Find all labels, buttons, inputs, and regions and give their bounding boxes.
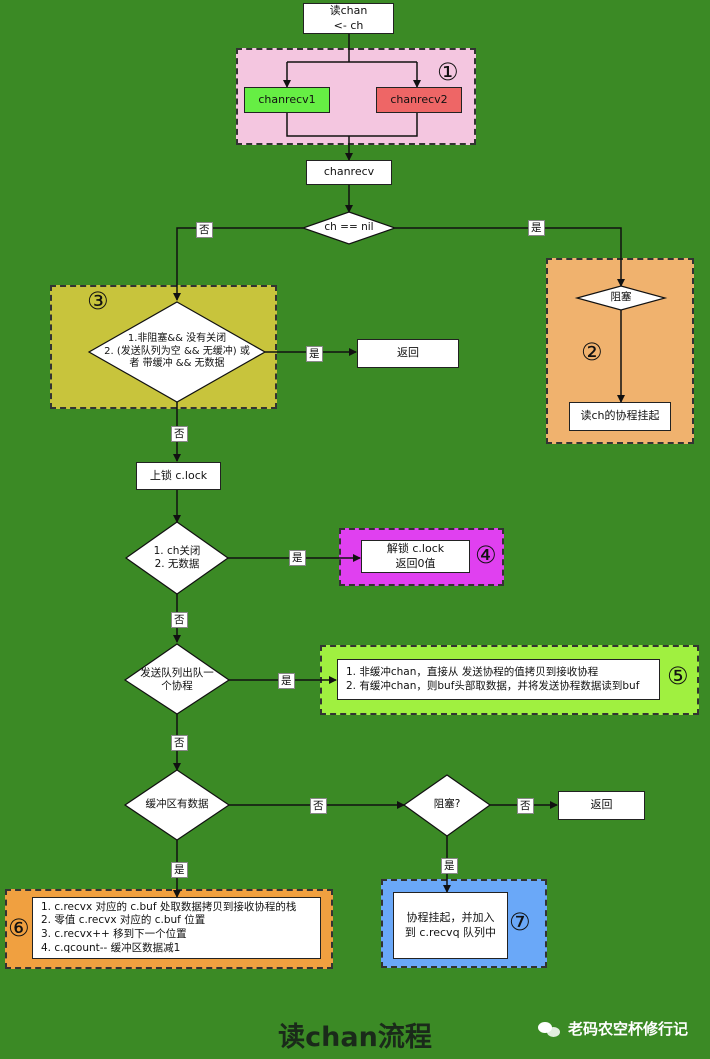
unlock-zero-node: 解锁 c.lock 返回0值: [361, 540, 470, 573]
label-sendq-no: 否: [171, 735, 188, 751]
label-nil-yes: 是: [528, 220, 545, 236]
diagram-title: 读chan流程: [278, 1022, 432, 1053]
edge-nil-no: [173, 227, 303, 301]
chanrecv1-node: chanrecv1: [244, 87, 330, 113]
region-number-1: ①: [437, 58, 459, 86]
diamond-nil-check: [301, 211, 397, 245]
region-number-2: ②: [581, 338, 603, 366]
return-noblock-node: 返回: [558, 791, 645, 820]
edge-recv1-merge: [286, 113, 418, 137]
direct-recv-node: 1. 非缓冲chan，直接从 发送协程的值拷贝到接收协程 2. 有缓冲chan，…: [337, 659, 660, 700]
diamond-buffer-check: [123, 769, 231, 841]
edge-start-split: [287, 33, 417, 63]
diamond-block-q: [402, 774, 492, 837]
start-node: 读chan <- ch: [303, 3, 394, 34]
diamond-sendq-check: [123, 643, 231, 715]
wechat-icon: [537, 1020, 562, 1038]
park-enqueue-node: 协程挂起，并加入 到 c.recvq 队列中: [393, 892, 508, 959]
label-fast-yes: 是: [306, 346, 323, 362]
buffer-recv-node: 1. c.recvx 对应的 c.buf 处取数据拷贝到接收协程的栈 2. 零值…: [32, 897, 321, 959]
region-number-6: ⑥: [8, 914, 30, 942]
region-number-4: ④: [475, 541, 497, 569]
label-nil-no: 否: [196, 222, 213, 238]
edge-nil-yes: [395, 227, 625, 287]
label-buffer-yes: 是: [171, 862, 188, 878]
label-buffer-no: 否: [310, 798, 327, 814]
region-number-3: ③: [87, 287, 109, 315]
region-number-5: ⑤: [667, 662, 689, 690]
region-number-7: ⑦: [509, 908, 531, 936]
label-sendq-yes: 是: [278, 673, 295, 689]
chanrecv-node: chanrecv: [306, 160, 392, 185]
diamond-fast-path: [87, 301, 267, 403]
lock-node: 上锁 c.lock: [136, 462, 221, 490]
label-closed-no: 否: [171, 612, 188, 628]
label-block-no: 否: [517, 798, 534, 814]
label-block-yes: 是: [441, 858, 458, 874]
label-closed-yes: 是: [289, 550, 306, 566]
label-fast-no: 否: [171, 426, 188, 442]
chanrecv2-node: chanrecv2: [376, 87, 462, 113]
diamond-block-check: [574, 285, 668, 311]
diamond-closed-check: [124, 521, 230, 595]
park-goroutine-node: 读ch的协程挂起: [569, 402, 671, 431]
return-fast-node: 返回: [357, 339, 459, 368]
brand-watermark: 老码农空杯修行记: [537, 1018, 688, 1039]
brand-text: 老码农空杯修行记: [567, 1020, 688, 1038]
